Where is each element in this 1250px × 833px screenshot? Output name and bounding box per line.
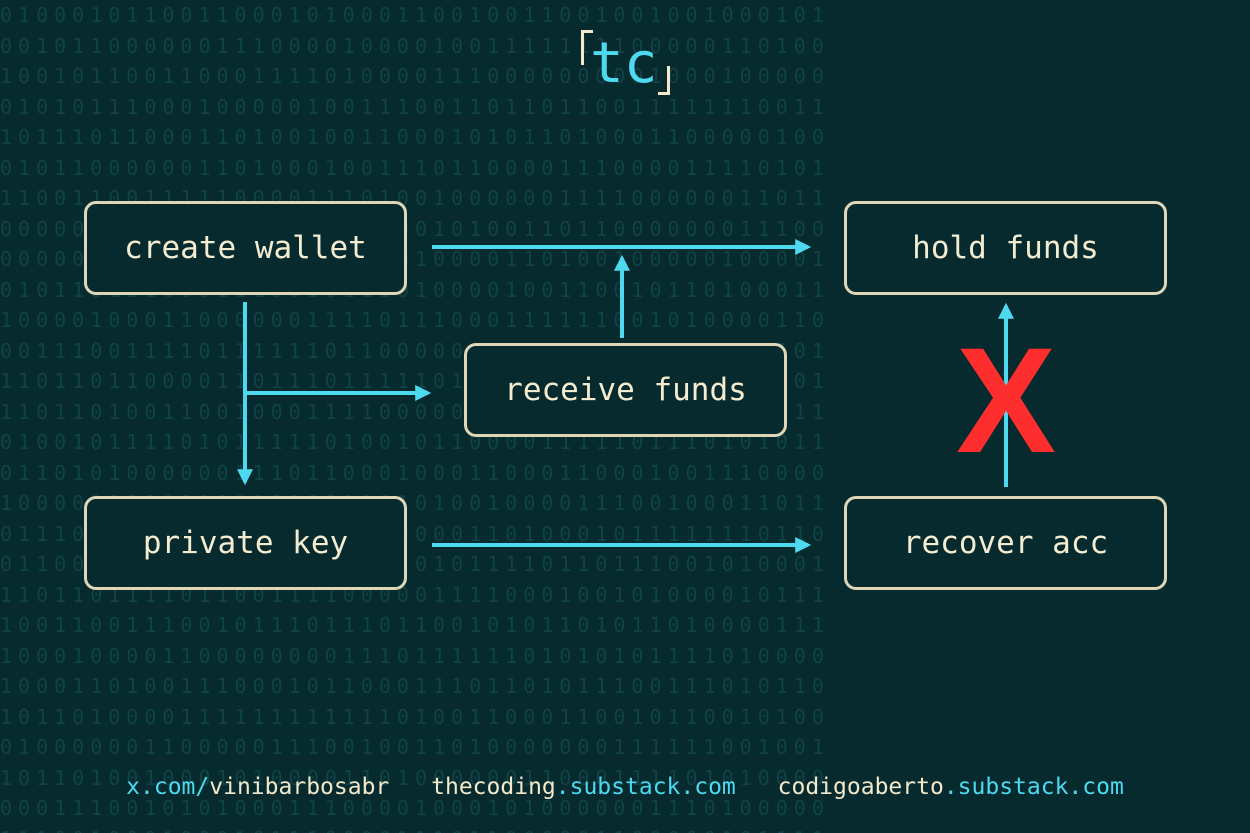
logo: tc — [578, 24, 678, 104]
footer-link-thecoding[interactable]: thecoding.substack.com — [431, 774, 736, 800]
footer-links: x.com/vinibarbosabr thecoding.substack.c… — [0, 774, 1250, 800]
blocked-x-mark: X — [956, 316, 1056, 484]
logo-text: tc — [590, 31, 658, 96]
node-private-key: private key — [84, 496, 407, 590]
logo-left-bracket — [581, 30, 593, 65]
node-create-wallet-label: create wallet — [124, 230, 367, 266]
node-recover-acc: recover acc — [844, 496, 1167, 590]
footer-link-codigoaberto-name: codigoaberto — [777, 774, 944, 800]
node-recover-acc-label: recover acc — [902, 525, 1109, 561]
node-receive-funds: receive funds — [464, 343, 787, 437]
node-create-wallet: create wallet — [84, 201, 407, 295]
footer-link-x[interactable]: x.com/vinibarbosabr — [126, 774, 389, 800]
footer-link-thecoding-domain: .substack.com — [555, 774, 736, 800]
footer-link-x-domain: x.com/ — [126, 774, 210, 800]
node-private-key-label: private key — [142, 525, 349, 561]
footer-link-codigoaberto[interactable]: codigoaberto.substack.com — [778, 774, 1124, 800]
node-hold-funds: hold funds — [844, 201, 1167, 295]
footer-link-x-handle: vinibarbosabr — [209, 774, 390, 800]
node-hold-funds-label: hold funds — [912, 230, 1099, 266]
node-receive-funds-label: receive funds — [504, 372, 747, 408]
footer-link-codigoaberto-domain: .substack.com — [943, 774, 1124, 800]
logo-right-bracket — [658, 66, 670, 95]
footer-link-thecoding-name: thecoding — [431, 774, 556, 800]
